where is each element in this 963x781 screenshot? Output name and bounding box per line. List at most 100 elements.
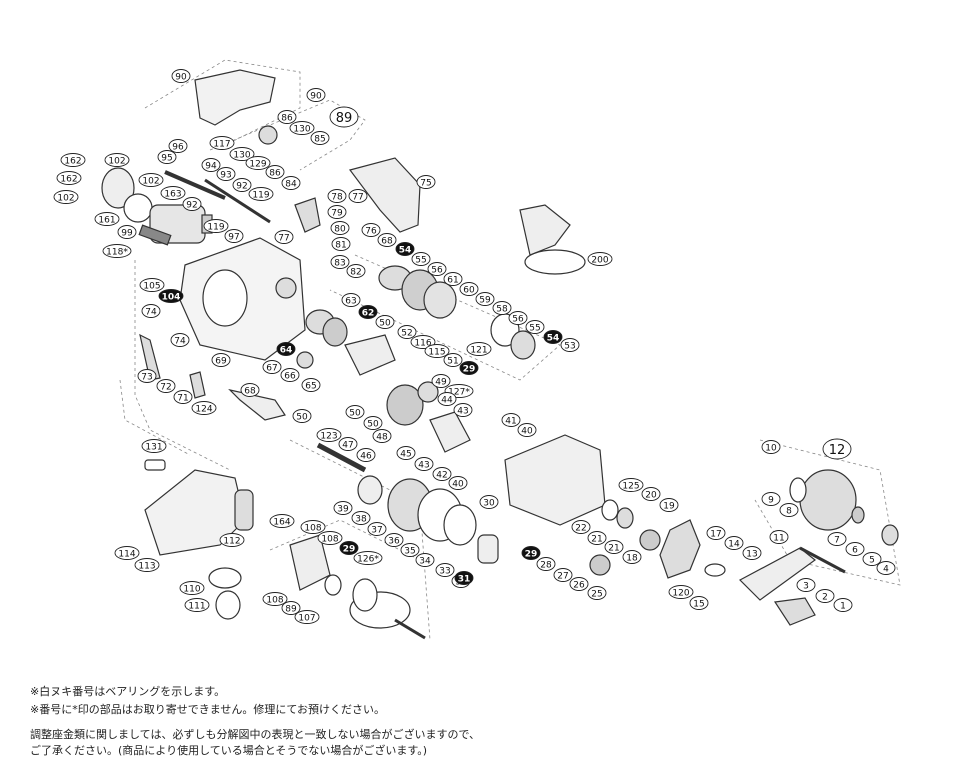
callout-number: 162: [64, 157, 81, 167]
callout-number: 124: [195, 405, 212, 415]
callout-43: 43: [453, 403, 473, 417]
callout-3: 3: [796, 578, 816, 592]
callout-26: 26: [569, 577, 589, 591]
callout-120: 120: [668, 585, 694, 599]
callout-number: 28: [540, 561, 552, 571]
callout-39: 39: [333, 501, 353, 515]
callout-56: 56: [508, 311, 528, 325]
callout-69: 69: [211, 353, 231, 367]
callout-number: 90: [175, 73, 187, 83]
callout-104: 104: [158, 289, 184, 303]
callout-number: 7: [834, 536, 840, 546]
callout-51: 51: [443, 353, 463, 367]
callout-111: 111: [184, 598, 210, 612]
callout-number: 50: [296, 413, 308, 423]
callout-number: 121: [470, 346, 487, 356]
callout-79: 79: [327, 205, 347, 219]
callout-82: 82: [346, 264, 366, 278]
callout-number: 104: [162, 293, 181, 303]
callout-126-star: 126*: [353, 551, 383, 565]
callout-95: 95: [157, 150, 177, 164]
callout-29: 29: [459, 361, 479, 375]
right-frame-part: [504, 434, 606, 526]
callout-number: 53: [564, 342, 575, 352]
power-cord-part: [519, 204, 571, 256]
callout-110: 110: [179, 581, 205, 595]
callout-97: 97: [224, 229, 244, 243]
callout-14: 14: [724, 536, 744, 550]
callout-number: 93: [220, 171, 231, 181]
callout-number: 129: [249, 160, 266, 170]
callout-number: 76: [365, 227, 377, 237]
callout-63: 63: [341, 293, 361, 307]
callout-42: 42: [432, 467, 452, 481]
callout-19: 19: [659, 498, 679, 512]
callout-53: 53: [560, 338, 580, 352]
callout-number: 14: [728, 540, 740, 550]
callout-number: 90: [310, 92, 322, 102]
callout-59: 59: [475, 292, 495, 306]
callout-54: 54: [395, 242, 415, 256]
callout-8: 8: [779, 503, 799, 517]
callout-number: 164: [273, 518, 290, 528]
callout-72: 72: [156, 379, 176, 393]
callout-90: 90: [306, 88, 326, 102]
callout-29: 29: [521, 546, 541, 560]
callout-number: 38: [355, 515, 367, 525]
callout-number: 78: [331, 193, 343, 203]
handle-part: [739, 547, 816, 601]
callout-number: 130: [233, 151, 250, 161]
callout-119: 119: [203, 219, 229, 233]
callout-41: 41: [501, 413, 521, 427]
callout-77: 77: [348, 189, 368, 203]
callout-number: 113: [138, 562, 155, 572]
callout-number: 69: [215, 357, 227, 367]
callout-number: 21: [608, 544, 619, 554]
callout-number: 126*: [357, 555, 379, 565]
callout-number: 49: [435, 378, 447, 388]
callout-130: 130: [229, 147, 255, 161]
callout-number: 131: [145, 443, 162, 453]
callout-50: 50: [345, 405, 365, 419]
callout-74: 74: [141, 304, 161, 318]
callout-38: 38: [351, 511, 371, 525]
callout-number: 108: [321, 535, 338, 545]
callout-number: 48: [376, 433, 388, 443]
callout-2: 2: [815, 589, 835, 603]
callout-number: 99: [121, 229, 133, 239]
callout-number: 73: [141, 373, 152, 383]
callout-92: 92: [232, 178, 252, 192]
callout-number: 108: [304, 524, 321, 534]
callout-number: 3: [803, 582, 809, 592]
callout-number: 102: [142, 177, 159, 187]
callout-number: 40: [452, 480, 464, 490]
callout-115: 115: [424, 344, 450, 358]
callout-64: 64: [276, 342, 296, 356]
callout-114: 114: [114, 546, 140, 560]
callout-number: 110: [183, 585, 200, 595]
callout-number: 27: [557, 572, 568, 582]
callout-102: 102: [53, 190, 79, 204]
callout-22: 22: [571, 520, 591, 534]
callout-131: 131: [141, 439, 167, 453]
callout-number: 55: [529, 324, 540, 334]
callout-number: 163: [164, 190, 181, 200]
callout-34: 34: [415, 553, 435, 567]
callout-86: 86: [277, 110, 297, 124]
callout-10: 10: [761, 440, 781, 454]
callout-number: 21: [591, 535, 602, 545]
callout-number: 114: [118, 550, 135, 560]
callout-number: 30: [483, 499, 495, 509]
callout-28: 28: [536, 557, 556, 571]
callout-112: 112: [219, 533, 245, 547]
callout-73: 73: [137, 369, 157, 383]
callout-number: 51: [447, 357, 458, 367]
callout-number: 35: [404, 547, 415, 557]
callout-number: 25: [591, 590, 602, 600]
callout-number: 96: [172, 143, 184, 153]
callout-102: 102: [104, 153, 130, 167]
callout-68: 68: [377, 233, 397, 247]
callout-121: 121: [466, 342, 492, 356]
callout-76: 76: [361, 223, 381, 237]
callout-number: 12: [829, 443, 846, 458]
